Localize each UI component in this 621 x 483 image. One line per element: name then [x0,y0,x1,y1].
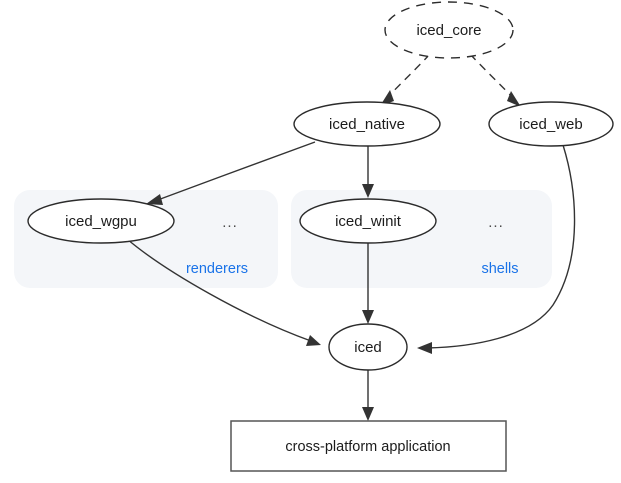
edge-native-to-wgpu-arrowhead [146,194,163,205]
edge-winit-to-iced [362,243,374,324]
edge-core-to-web [469,53,521,107]
shells-ellipsis-label: ... [488,214,504,231]
edge-core-to-native-line [385,53,431,100]
edge-core-to-web-arrowhead [507,91,521,107]
edge-native-to-winit [362,146,374,198]
edge-web-to-iced-line [426,144,576,349]
node-iced-shape[interactable] [328,323,408,371]
edge-iced-to-application-arrowhead [362,407,374,421]
renderers-ellipsis-label: ... [222,214,238,231]
edge-native-to-wgpu [146,141,316,205]
node-cross-platform-application-label: cross-platform application [285,439,450,455]
node-iced-winit-label: iced_winit [335,213,402,230]
node-iced-native-label: iced_native [329,116,405,133]
node-iced-wgpu-label: iced_wgpu [65,213,137,230]
node-cross-platform-application[interactable]: cross-platform application [230,420,507,472]
edge-wgpu-to-iced-arrowhead [306,335,321,346]
node-iced[interactable]: iced [328,323,408,371]
node-iced-web-label: iced_web [519,116,582,133]
node-iced-native-shape[interactable] [293,101,441,147]
node-iced-core-label: iced_core [416,22,481,39]
node-iced-winit-shape[interactable] [299,198,437,244]
edge-native-to-wgpu-line [154,141,316,202]
node-iced-web[interactable]: iced_web [488,101,614,147]
node-iced-label: iced [354,339,382,356]
node-iced-web-shape[interactable] [488,101,614,147]
node-iced-wgpu-shape[interactable] [27,198,175,244]
edge-core-to-web-line [469,53,516,101]
node-cross-platform-application-shape[interactable] [230,420,507,472]
cluster-renderers-label: renderers [186,261,248,277]
node-iced-winit[interactable]: iced_winit [299,198,437,244]
edge-iced-to-application [362,370,374,421]
node-iced-core[interactable]: iced_core [384,1,514,59]
node-iced-core-shape[interactable] [384,1,514,59]
node-iced-wgpu[interactable]: iced_wgpu [27,198,175,244]
edge-wgpu-to-iced-line [126,238,312,342]
edge-winit-to-iced-arrowhead [362,310,374,324]
edge-core-to-native [380,53,431,106]
edge-wgpu-to-iced [126,238,321,346]
node-iced-native[interactable]: iced_native [293,101,441,147]
cluster-shells-label: shells [481,261,518,277]
edge-web-to-iced [417,144,576,354]
edge-web-to-iced-arrowhead [417,342,432,354]
edge-native-to-winit-arrowhead [362,184,374,198]
